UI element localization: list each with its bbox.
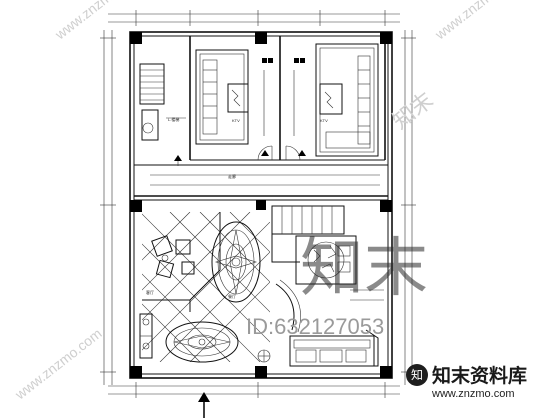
- armchairs: [151, 235, 195, 279]
- label-left-room: KTV: [232, 118, 240, 123]
- ktv-room-right-sofa: [315, 43, 379, 157]
- brand-logo-icon: 知: [406, 363, 428, 386]
- entrance-arrow: [198, 392, 210, 418]
- stair-left: [139, 63, 186, 141]
- watermark-url-top-right: www.znzmo.com: [431, 0, 524, 43]
- label-top-right-stair: L.楼梯: [168, 116, 179, 122]
- room-labels: L.楼梯 走廊 KTV KTV 客厅 餐厅: [146, 116, 328, 299]
- label-corridor: 走廊: [228, 173, 236, 179]
- brand-url: www.znzmo.com: [432, 388, 515, 400]
- watermark-brand-diagonal: 知末: [388, 87, 438, 134]
- label-living: 客厅: [146, 289, 154, 295]
- door-swings: [257, 70, 301, 161]
- curved-partition: [275, 279, 384, 333]
- brand-full-name: 知末资料库: [432, 366, 528, 387]
- label-dining: 餐厅: [228, 293, 236, 299]
- floor-medallion-upper: [211, 221, 261, 303]
- watermark-id: ID:632127053: [246, 314, 384, 339]
- watermark-url-bottom-left: www.znzmo.com: [11, 325, 104, 403]
- stair-right-lower: [271, 205, 357, 285]
- watermark-overlay: www.znzmo.com www.znzmo.com www.znzmo.co…: [11, 0, 524, 403]
- label-right-room: KTV: [320, 118, 328, 123]
- ktv-room-left-sofa: [195, 49, 249, 145]
- watermark-brand-large: 知末: [300, 232, 428, 304]
- dimension-lines: [100, 10, 416, 398]
- left-wall-cabinet: [139, 313, 153, 359]
- structural-columns: [130, 32, 392, 378]
- floor-medallion-lower: [165, 321, 239, 363]
- sofa-lower-right: [257, 329, 379, 367]
- watermark-badge: 知 知末资料库 www.znzmo.com: [406, 361, 546, 400]
- corridor-arrows: [150, 150, 380, 186]
